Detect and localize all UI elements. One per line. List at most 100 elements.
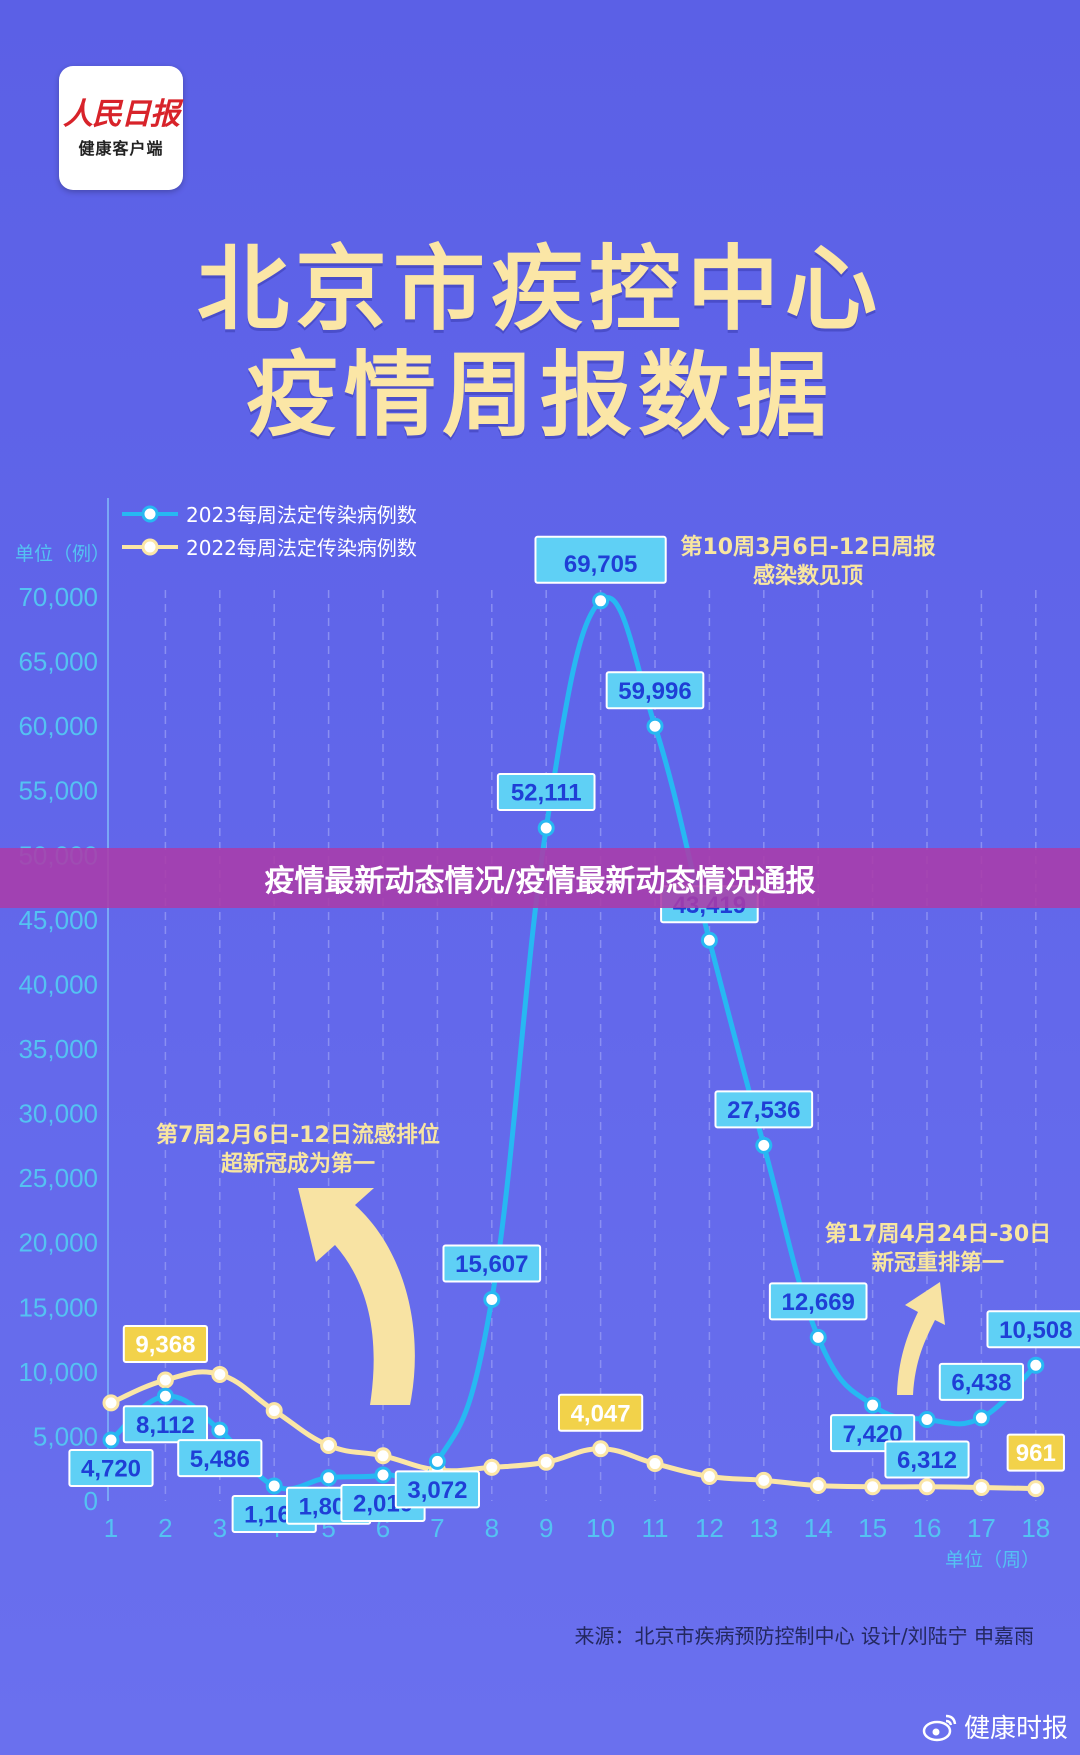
data-label-2023: 5,486 <box>177 1439 263 1478</box>
annotation-flu-line1: 第7周2月6日-12日流感排位 <box>156 1122 440 1148</box>
data-point-2022 <box>755 1471 773 1489</box>
annotation-peak-line2: 感染数见顶 <box>753 563 863 589</box>
data-point-2023 <box>646 717 664 735</box>
data-label-2022: 961 <box>1006 1433 1065 1472</box>
data-label-text: 3,072 <box>407 1477 467 1504</box>
x-tick-label: 3 <box>213 1513 227 1543</box>
y-axis-label: 单位（例） <box>15 543 110 565</box>
data-label-2023: 3,072 <box>394 1470 480 1509</box>
data-label-text: 10,508 <box>999 1317 1072 1344</box>
legend-marker-2022 <box>141 538 159 556</box>
annotation-covid-line2: 新冠重排第一 <box>872 1250 1004 1276</box>
weibo-brand: 健康时报 <box>922 1708 1068 1745</box>
y-tick-label: 60,000 <box>18 711 98 741</box>
legend-label-2023: 2023每周法定传染病例数 <box>186 503 417 527</box>
series-line-2023 <box>108 595 1039 1492</box>
y-tick-label: 25,000 <box>18 1163 98 1193</box>
headline-banner: 疫情最新动态情况/疫情最新动态情况通报 <box>0 848 1080 908</box>
data-point-2022 <box>320 1436 338 1454</box>
chart-grid <box>107 498 1037 1501</box>
data-label-box <box>394 1470 480 1509</box>
x-tick-label: 10 <box>586 1513 615 1543</box>
annotation-flu-line2: 超新冠成为第一 <box>221 1151 375 1177</box>
data-label-box <box>884 1440 970 1479</box>
data-label-2023: 69,705 <box>534 535 667 584</box>
page-title-line2: 疫情周报数据 <box>245 342 834 449</box>
x-tick-label: 15 <box>858 1513 887 1543</box>
y-tick-label: 70,000 <box>18 582 98 612</box>
data-label-text: 59,996 <box>618 678 691 705</box>
data-point-2023 <box>755 1136 773 1154</box>
chart-axes: 单位（例） 单位（周） 1234567891011121314151617180… <box>15 543 1050 1571</box>
legend-label-2022: 2022每周法定传染病例数 <box>186 536 417 560</box>
data-label-text: 9,368 <box>135 1332 195 1359</box>
x-tick-label: 7 <box>430 1513 444 1543</box>
series-lines <box>108 595 1039 1492</box>
data-label-box <box>442 1244 542 1283</box>
data-label-text: 69,705 <box>564 551 637 578</box>
data-label-text: 6,312 <box>897 1447 957 1474</box>
data-label-box <box>605 671 705 710</box>
data-point-2023 <box>156 1387 174 1405</box>
annotation-arrows <box>298 1188 945 1405</box>
data-point-2022 <box>918 1478 936 1496</box>
data-point-2022 <box>265 1402 283 1420</box>
data-point-2023 <box>102 1431 120 1449</box>
y-tick-label: 20,000 <box>18 1228 98 1258</box>
data-point-2023 <box>537 819 555 837</box>
data-label-box <box>496 773 596 812</box>
data-label-box <box>68 1449 154 1488</box>
x-axis-label: 单位（周） <box>945 1549 1040 1571</box>
x-tick-label: 18 <box>1021 1513 1050 1543</box>
data-point-2023 <box>592 592 610 610</box>
y-tick-label: 65,000 <box>18 647 98 677</box>
data-point-2023 <box>265 1477 283 1495</box>
y-tick-label: 40,000 <box>18 969 98 999</box>
x-tick-label: 12 <box>695 1513 724 1543</box>
data-label-2023: 6,312 <box>884 1440 970 1479</box>
data-point-2022 <box>700 1467 718 1485</box>
data-point-2022 <box>646 1455 664 1473</box>
y-tick-label: 55,000 <box>18 776 98 806</box>
page-title-line1: 北京市疾控中心 <box>196 236 883 343</box>
data-label-2023: 12,669 <box>768 1282 868 1321</box>
data-point-2023 <box>320 1469 338 1487</box>
x-tick-label: 13 <box>749 1513 778 1543</box>
x-tick-label: 1 <box>104 1513 118 1543</box>
data-label-2023: 6,438 <box>938 1362 1024 1401</box>
data-label-2023: 15,607 <box>442 1244 542 1283</box>
data-point-2023 <box>918 1410 936 1428</box>
source-credit: 来源：北京市疾病预防控制中心 设计/刘陆宁 申嘉雨 <box>574 1624 1034 1648</box>
x-tick-label: 8 <box>485 1513 499 1543</box>
data-label-text: 52,111 <box>511 780 582 807</box>
data-label-2023: 52,111 <box>496 773 596 812</box>
data-point-2023 <box>211 1421 229 1439</box>
data-label-text: 6,438 <box>951 1369 1011 1396</box>
chart-legend: 2023每周法定传染病例数 2022每周法定传染病例数 <box>122 503 417 560</box>
x-tick-label: 9 <box>539 1513 553 1543</box>
weibo-icon <box>922 1714 957 1741</box>
annotation-covid-line1: 第17周4月24日-30日 <box>825 1221 1051 1247</box>
data-label-text: 4,720 <box>81 1456 141 1483</box>
y-tick-label: 45,000 <box>18 905 98 935</box>
data-label-2023: 27,536 <box>714 1090 814 1129</box>
data-point-2022 <box>592 1440 610 1458</box>
data-label-box <box>534 535 667 584</box>
data-point-2022 <box>102 1394 120 1412</box>
data-point-2023 <box>700 931 718 949</box>
x-tick-label: 14 <box>804 1513 833 1543</box>
data-label-box <box>938 1362 1024 1401</box>
x-tick-label: 17 <box>967 1513 996 1543</box>
data-label-2022: 9,368 <box>122 1325 208 1364</box>
data-label-text: 961 <box>1016 1440 1056 1467</box>
data-point-2023 <box>972 1409 990 1427</box>
logo-subtitle: 健康客户端 <box>78 138 164 158</box>
x-tick-label: 16 <box>913 1513 942 1543</box>
data-label-box <box>177 1439 263 1478</box>
y-tick-label: 30,000 <box>18 1099 98 1129</box>
data-label-box <box>768 1282 868 1321</box>
data-point-2022 <box>809 1477 827 1495</box>
y-tick-label: 35,000 <box>18 1034 98 1064</box>
x-tick-label: 11 <box>642 1513 669 1543</box>
